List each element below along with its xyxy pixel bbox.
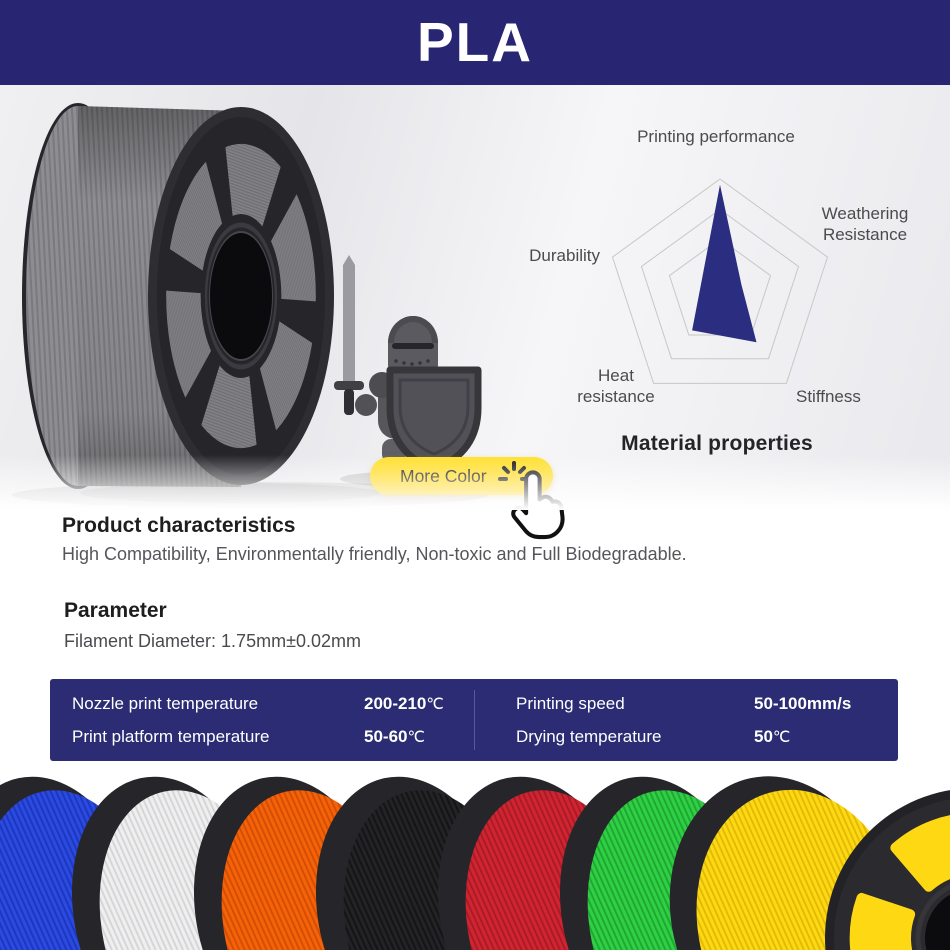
spec-label: Printing speed <box>516 693 625 713</box>
click-burst-icon <box>497 461 530 481</box>
spec-label: Print platform temperature <box>72 726 270 746</box>
spec-value: 50-100mm/s <box>754 693 852 713</box>
radar-axis-heat-resistance: Heat resistance <box>577 366 655 406</box>
radar-axis-weathering-resistance: Weathering Resistance <box>821 204 909 244</box>
radar-axis-durability: Durability <box>529 246 600 265</box>
filament-spools-row <box>0 776 950 950</box>
spec-table: Nozzle print temperature 200-210℃ Print … <box>50 679 898 761</box>
banner: PLA <box>0 0 950 85</box>
page-title: PLA <box>417 11 533 73</box>
knight-figurine <box>334 255 488 487</box>
radar-chart <box>611 178 829 384</box>
hero-section: Printing performance Weathering Resistan… <box>0 85 950 540</box>
filament-spool-photo <box>12 103 488 508</box>
filament-diameter-text: Filament Diameter: 1.75mm±0.02mm <box>64 631 361 651</box>
spec-table-right: Printing speed 50-100mm/s Drying tempera… <box>474 679 898 761</box>
spec-label: Nozzle print temperature <box>72 693 259 713</box>
filament-color-strip <box>0 770 950 950</box>
product-characteristics-heading: Product characteristics <box>62 514 296 537</box>
radar-chart-title: Material properties <box>621 432 813 455</box>
product-characteristics-text: High Compatibility, Environmentally frie… <box>62 544 687 564</box>
yellow-spool-front-flange <box>825 790 950 950</box>
spec-value: 50℃ <box>754 726 791 746</box>
radar-axis-printing-performance: Printing performance <box>637 127 795 146</box>
spec-value: 50-60℃ <box>364 726 425 746</box>
spec-table-left: Nozzle print temperature 200-210℃ Print … <box>50 679 474 761</box>
parameter-heading: Parameter <box>64 599 167 622</box>
spec-label: Drying temperature <box>516 726 662 746</box>
more-color-label: More Color <box>400 465 487 486</box>
radar-axis-stiffness: Stiffness <box>796 387 861 406</box>
more-color-button[interactable]: More Color <box>370 457 553 495</box>
spec-value: 200-210℃ <box>364 693 444 713</box>
